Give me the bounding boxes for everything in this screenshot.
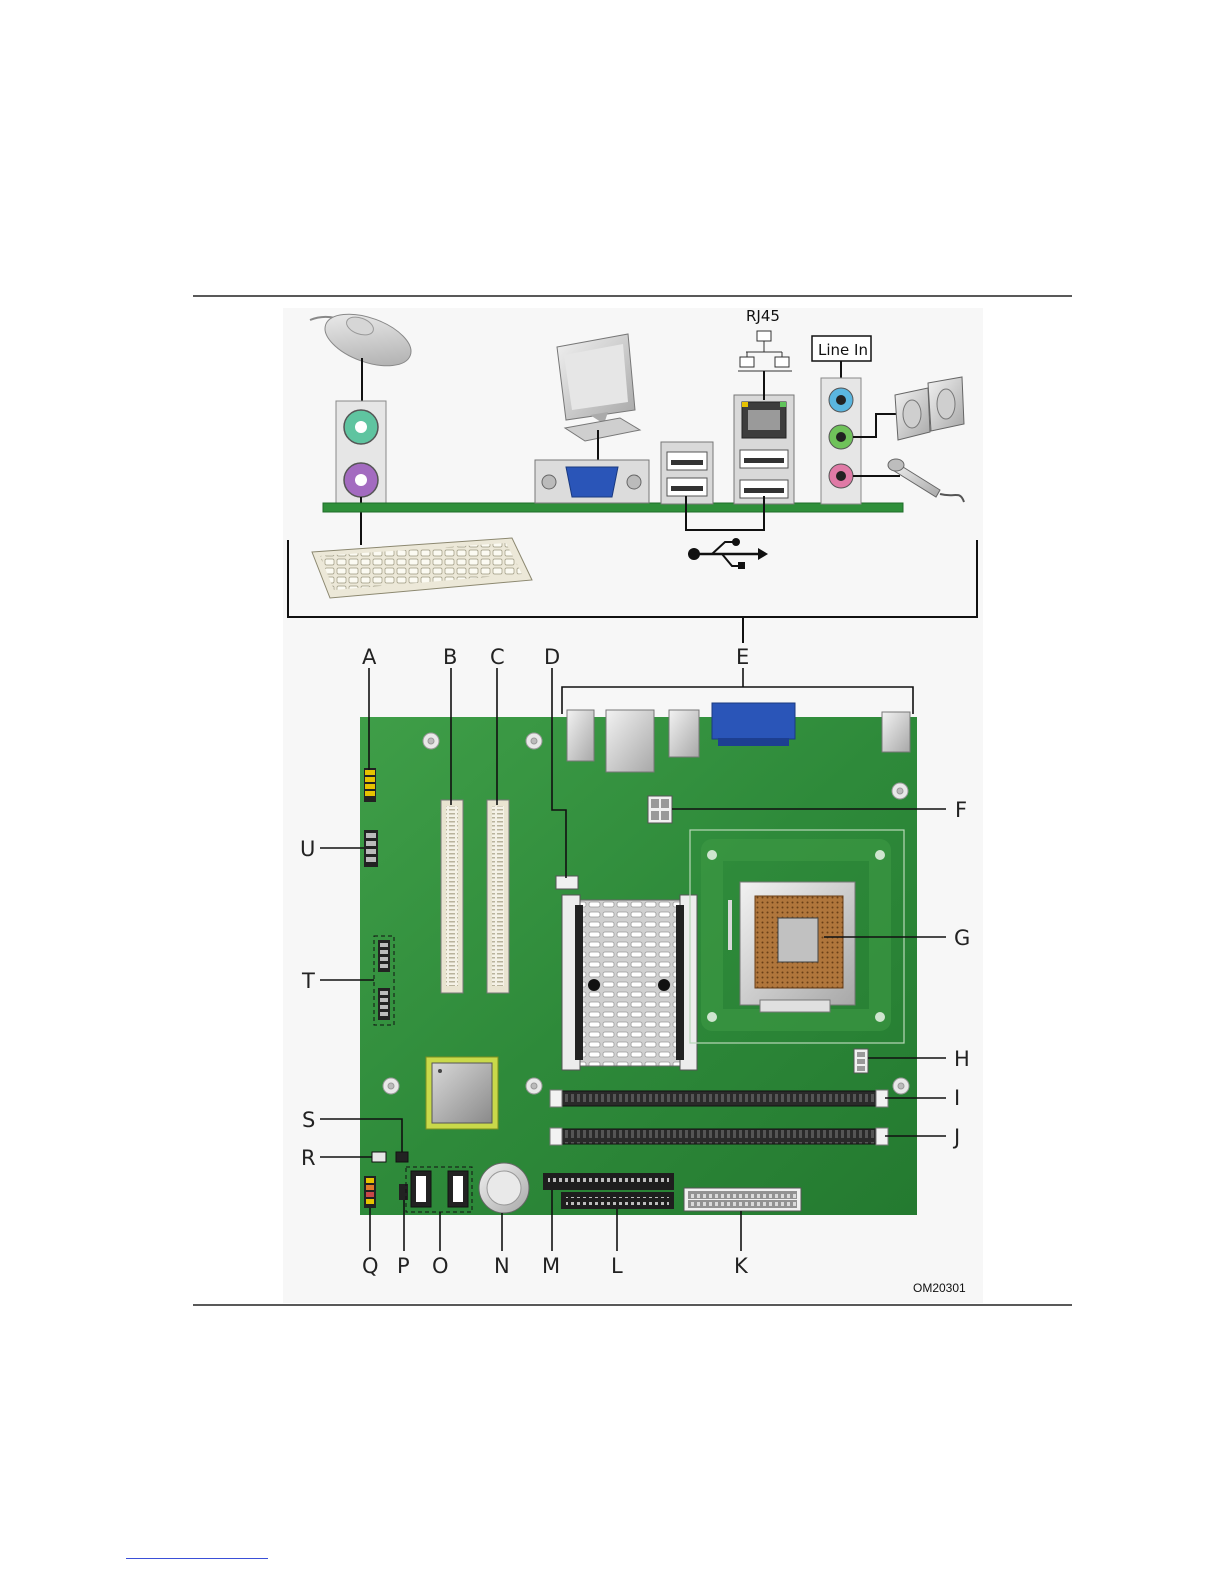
figure-id: OM20301 [913, 1281, 966, 1295]
pci-slot-b [441, 800, 463, 993]
callout-j: J [952, 1125, 960, 1149]
heatsink [562, 895, 697, 1070]
callout-b: B [443, 645, 457, 669]
callout-k: K [734, 1254, 749, 1278]
cpu-socket-g [730, 882, 855, 1012]
back-panel-board-edge [323, 503, 903, 512]
rj45-label: RJ45 [746, 307, 780, 325]
callout-m: M [542, 1254, 560, 1278]
power-connector-f [648, 796, 672, 823]
io-controller-chip [426, 1057, 498, 1129]
header-a [364, 768, 376, 802]
callout-s: S [302, 1108, 315, 1132]
callout-i: I [954, 1086, 960, 1110]
callout-e: E [736, 645, 749, 669]
usb-stack-left [661, 442, 713, 504]
atx-power-k [684, 1188, 801, 1211]
callout-u: U [300, 837, 315, 861]
callout-g: G [954, 926, 970, 950]
callout-n: N [494, 1254, 510, 1278]
jumper-r [372, 1152, 386, 1162]
fan-header-h [854, 1049, 868, 1073]
callout-h: H [954, 1047, 970, 1071]
motherboard [360, 703, 917, 1215]
callout-f: F [955, 798, 967, 822]
connector-l [561, 1192, 674, 1209]
line-in-label: Line In [818, 341, 868, 359]
pci-slot-c [487, 800, 509, 993]
callout-o: O [432, 1254, 449, 1278]
header-q [364, 1176, 376, 1208]
connector-m [543, 1173, 674, 1190]
lan-usb-stack [734, 395, 794, 504]
jumper-p [399, 1184, 408, 1200]
jumper-s [396, 1152, 408, 1162]
battery-n [479, 1163, 529, 1213]
callout-r: R [301, 1146, 316, 1170]
dimm-slot-j [550, 1128, 888, 1145]
dimm-slot-i [550, 1090, 888, 1107]
connector-d [556, 876, 578, 889]
callout-q: Q [362, 1254, 379, 1278]
vga-connector [535, 460, 649, 503]
callout-p: P [397, 1254, 410, 1278]
callout-d: D [544, 645, 560, 669]
callout-t: T [301, 969, 315, 993]
callout-a: A [362, 645, 377, 669]
header-u [364, 830, 378, 867]
audio-jacks [821, 378, 861, 504]
footnote-rule [126, 1558, 268, 1559]
callout-l: L [611, 1254, 623, 1278]
callout-c: C [490, 645, 505, 669]
